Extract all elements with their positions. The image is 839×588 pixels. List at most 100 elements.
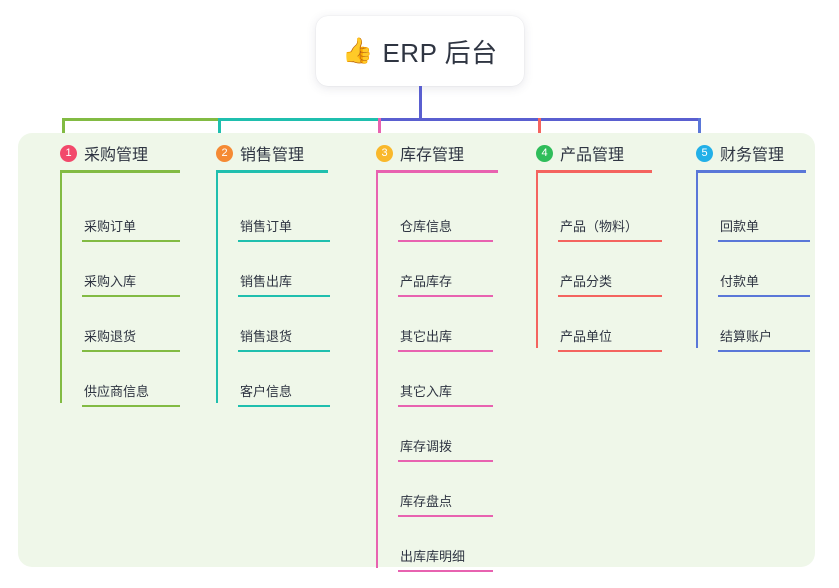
leaf-item-underline (718, 295, 810, 297)
leaf-item-label: 供应商信息 (84, 384, 150, 399)
leaf-item-产品（物料）[interactable]: 产品（物料） (558, 216, 662, 242)
leaf-item-label: 采购退货 (84, 329, 137, 344)
branch-header-underline (60, 170, 180, 173)
leaf-item-underline (718, 240, 810, 242)
branch-header-财务管理[interactable]: 5 财务管理 (696, 141, 784, 165)
branch-spine (536, 173, 538, 348)
connector-bus-segment-1 (62, 118, 220, 121)
branch-spine (216, 173, 218, 403)
leaf-item-采购退货[interactable]: 采购退货 (82, 326, 180, 352)
leaf-item-产品分类[interactable]: 产品分类 (558, 271, 662, 297)
connector-drop-3 (378, 118, 381, 141)
leaf-item-其它出库[interactable]: 其它出库 (398, 326, 493, 352)
branch-header-产品管理[interactable]: 4 产品管理 (536, 141, 624, 165)
leaf-item-产品库存[interactable]: 产品库存 (398, 271, 493, 297)
leaf-item-供应商信息[interactable]: 供应商信息 (82, 381, 180, 407)
leaf-item-label: 采购订单 (84, 219, 137, 234)
leaf-item-underline (82, 295, 180, 297)
leaf-item-underline (398, 405, 493, 407)
leaf-item-采购订单[interactable]: 采购订单 (82, 216, 180, 242)
leaf-item-underline (238, 405, 330, 407)
root-node-content: 👍 ERP 后台 (342, 33, 497, 70)
root-node-title: ERP 后台 (382, 37, 498, 68)
leaf-item-label: 产品（物料） (560, 219, 639, 234)
leaf-item-underline (718, 350, 810, 352)
branch-number-badge: 3 (376, 144, 393, 162)
leaf-item-underline (558, 295, 662, 297)
connector-drop-2 (218, 118, 221, 141)
branch-title: 财务管理 (720, 147, 785, 164)
leaf-item-underline (558, 240, 662, 242)
connector-drop-4 (538, 118, 541, 141)
branch-title: 销售管理 (240, 147, 305, 164)
leaf-item-label: 出库库明细 (400, 549, 466, 564)
leaf-item-underline (398, 460, 493, 462)
leaf-item-label: 销售退货 (240, 329, 293, 344)
leaf-item-label: 产品单位 (560, 329, 613, 344)
leaf-item-销售出库[interactable]: 销售出库 (238, 271, 330, 297)
leaf-item-产品单位[interactable]: 产品单位 (558, 326, 662, 352)
connector-drop-5 (698, 118, 701, 141)
branch-header-采购管理[interactable]: 1 采购管理 (60, 141, 148, 165)
leaf-item-underline (82, 240, 180, 242)
leaf-item-库存调拨[interactable]: 库存调拨 (398, 436, 493, 462)
leaf-item-label: 库存盘点 (400, 494, 453, 509)
leaf-item-label: 付款单 (720, 274, 760, 289)
leaf-item-label: 结算账户 (720, 329, 773, 344)
branch-title: 产品管理 (560, 147, 625, 164)
leaf-item-销售退货[interactable]: 销售退货 (238, 326, 330, 352)
leaf-item-label: 销售出库 (240, 274, 293, 289)
branch-title: 采购管理 (84, 147, 149, 164)
leaf-item-underline (238, 240, 330, 242)
leaf-item-label: 客户信息 (240, 384, 293, 399)
leaf-item-回款单[interactable]: 回款单 (718, 216, 810, 242)
leaf-item-销售订单[interactable]: 销售订单 (238, 216, 330, 242)
leaf-item-underline (238, 350, 330, 352)
branch-number-badge: 1 (60, 144, 77, 162)
leaf-item-客户信息[interactable]: 客户信息 (238, 381, 330, 407)
leaf-item-label: 其它出库 (400, 329, 453, 344)
leaf-item-采购入库[interactable]: 采购入库 (82, 271, 180, 297)
leaf-item-underline (238, 295, 330, 297)
branch-number-badge: 4 (536, 144, 553, 162)
thumbs-up-icon: 👍 (342, 36, 374, 65)
branch-header-underline (536, 170, 652, 173)
branch-number-badge: 5 (696, 144, 713, 162)
leaf-item-underline (398, 350, 493, 352)
leaf-item-仓库信息[interactable]: 仓库信息 (398, 216, 493, 242)
leaf-item-underline (398, 295, 493, 297)
leaf-item-库存盘点[interactable]: 库存盘点 (398, 491, 493, 517)
branch-spine (60, 173, 62, 403)
branch-header-库存管理[interactable]: 3 库存管理 (376, 141, 464, 165)
connector-trunk (419, 86, 422, 121)
branch-header-销售管理[interactable]: 2 销售管理 (216, 141, 304, 165)
leaf-item-underline (82, 350, 180, 352)
leaf-item-underline (82, 405, 180, 407)
leaf-item-underline (398, 570, 493, 572)
branches-panel: 1 采购管理采购订单采购入库采购退货供应商信息 2 销售管理销售订单销售出库销售退货客… (18, 133, 815, 572)
connector-bus-segment-2 (218, 118, 380, 121)
root-node-erp-backend[interactable]: 👍 ERP 后台 (316, 16, 524, 86)
connector-drop-1 (62, 118, 65, 141)
leaf-item-label: 产品库存 (400, 274, 453, 289)
branch-title: 库存管理 (400, 147, 465, 164)
leaf-item-其它入库[interactable]: 其它入库 (398, 381, 493, 407)
branch-header-underline (216, 170, 328, 173)
leaf-item-label: 采购入库 (84, 274, 137, 289)
leaf-item-label: 其它入库 (400, 384, 453, 399)
branch-header-underline (376, 170, 498, 173)
leaf-item-underline (398, 515, 493, 517)
leaf-item-出库库明细[interactable]: 出库库明细 (398, 546, 493, 572)
leaf-item-label: 回款单 (720, 219, 760, 234)
branch-spine (696, 173, 698, 348)
leaf-item-underline (398, 240, 493, 242)
leaf-item-underline (558, 350, 662, 352)
leaf-item-label: 产品分类 (560, 274, 613, 289)
leaf-item-付款单[interactable]: 付款单 (718, 271, 810, 297)
leaf-item-结算账户[interactable]: 结算账户 (718, 326, 810, 352)
leaf-item-label: 销售订单 (240, 219, 293, 234)
leaf-item-label: 库存调拨 (400, 439, 453, 454)
leaf-item-label: 仓库信息 (400, 219, 453, 234)
branch-number-badge: 2 (216, 144, 233, 162)
